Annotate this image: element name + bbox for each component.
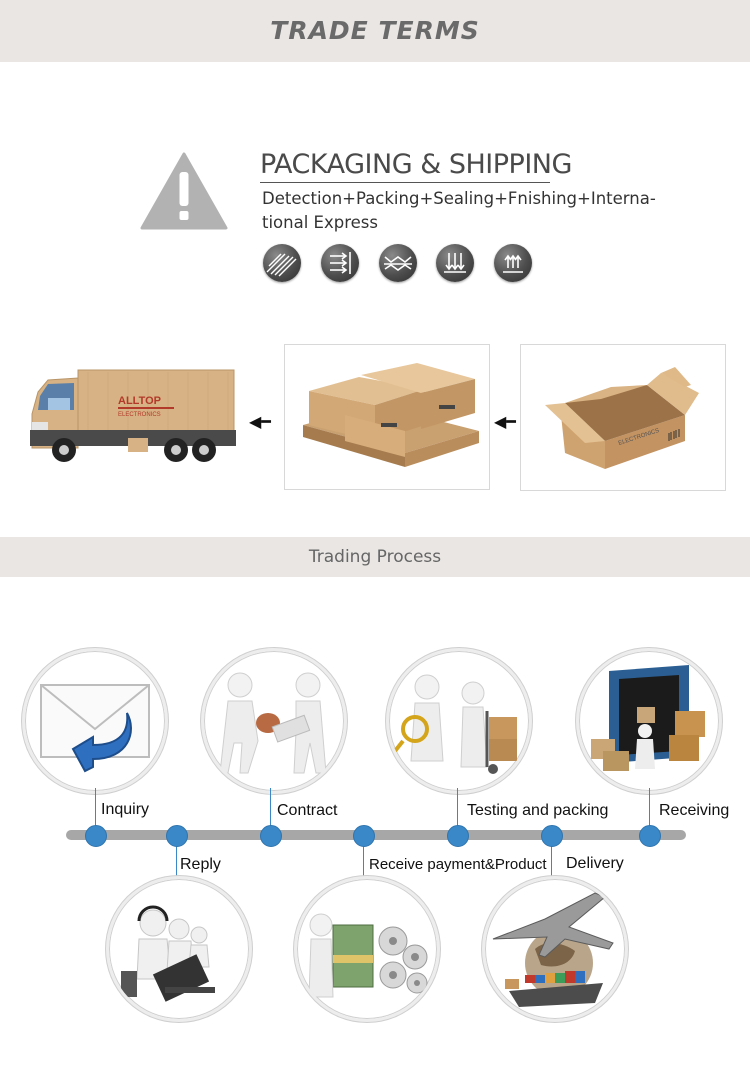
process-title: Trading Process: [308, 547, 442, 567]
delivery-image: [482, 876, 628, 1022]
step-label-testing: Testing and packing: [467, 802, 609, 819]
testing-packing-image: [386, 648, 532, 794]
packaging-description: Detection+Packing+Sealing+Fnishing+Inter…: [262, 187, 656, 235]
step-connector: [363, 838, 364, 878]
step-dot-receiving: [639, 825, 661, 847]
step-label-contract: Contract: [277, 802, 338, 819]
payment-product-image: [294, 876, 440, 1022]
packaging-title: PACKAGING & SHIPPING: [260, 149, 572, 180]
description-line-1: Detection+Packing+Sealing+Fnishing+Inter…: [262, 189, 656, 208]
step-connector: [649, 788, 650, 832]
inquiry-image: [22, 648, 168, 794]
open-box-image-frame: ELECTRONICS: [520, 344, 726, 491]
delivery-truck-image: ALLTOP ELECTRONICS: [30, 369, 236, 462]
pallet-boxes-image: [303, 363, 479, 467]
step-connector: [457, 788, 458, 832]
step-connector: [176, 838, 177, 878]
down-arrows-icon: [436, 244, 474, 282]
step-dot-payment: [353, 825, 375, 847]
diagonal-stripes-icon: [263, 244, 301, 282]
step-dot-inquiry: [85, 825, 107, 847]
step-connector: [95, 788, 96, 832]
contract-image: [201, 648, 347, 794]
warning-icon: [140, 152, 228, 230]
up-stack-icon: [494, 244, 532, 282]
truck-logo-sub: ELECTRONICS: [118, 412, 161, 418]
page-title: TRADE TERMS: [270, 16, 480, 45]
left-arrow-icon: ◀━: [249, 414, 271, 431]
sliding-layers-icon: [321, 244, 359, 282]
step-dot-contract: [260, 825, 282, 847]
receiving-image: [576, 648, 722, 794]
title-underline: [260, 182, 550, 183]
reply-image: [106, 876, 252, 1022]
trade-terms-header: TRADE TERMS: [0, 0, 750, 62]
step-label-payment: Receive payment&Product: [369, 856, 547, 873]
step-dot-testing: [447, 825, 469, 847]
waves-icon: [379, 244, 417, 282]
trading-process-header: Trading Process: [0, 537, 750, 577]
step-dot-delivery: [541, 825, 563, 847]
step-dot-reply: [166, 825, 188, 847]
pallet-boxes-image-frame: [284, 344, 490, 490]
step-label-delivery: Delivery: [566, 855, 624, 872]
step-label-inquiry: Inquiry: [101, 801, 150, 818]
left-arrow-icon: ◀━: [494, 414, 516, 431]
process-timeline: [66, 830, 686, 840]
step-connector: [551, 838, 552, 878]
open-box-image: ELECTRONICS: [545, 367, 699, 469]
step-label-reply: Reply: [180, 856, 221, 873]
description-line-2: tional Express: [262, 213, 378, 232]
step-connector: [270, 788, 271, 832]
step-label-receiving: Receiving: [659, 802, 730, 819]
truck-logo: ALLTOP: [118, 395, 161, 407]
